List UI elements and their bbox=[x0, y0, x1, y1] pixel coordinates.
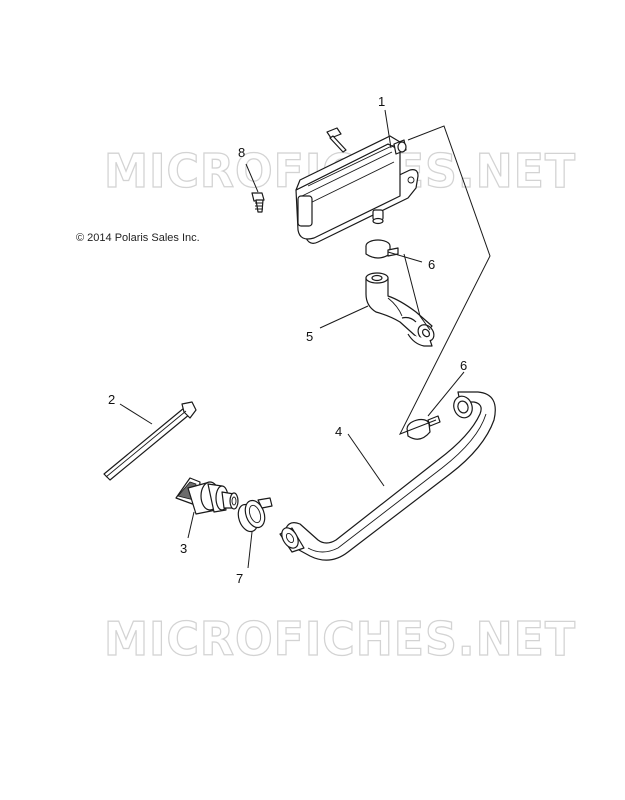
callout-1[interactable]: 1 bbox=[378, 94, 385, 109]
leader-lines bbox=[119, 109, 491, 569]
elbow-hose-icon[interactable] bbox=[365, 272, 437, 347]
hose-clamp-mid-icon[interactable] bbox=[406, 415, 441, 440]
callout-4[interactable]: 4 bbox=[335, 424, 342, 439]
breather-hose-icon[interactable] bbox=[278, 391, 496, 561]
callout-7[interactable]: 7 bbox=[236, 571, 243, 586]
breather-reservoir-icon[interactable] bbox=[295, 135, 419, 244]
mounting-screw-icon[interactable] bbox=[251, 127, 347, 213]
callout-8[interactable]: 8 bbox=[238, 145, 245, 160]
breather-fitting-icon[interactable] bbox=[175, 477, 239, 515]
copyright-notice: © 2014 Polaris Sales Inc. bbox=[76, 232, 200, 244]
callout-6-lower[interactable]: 6 bbox=[460, 358, 467, 373]
watermark-bottom: MICROFICHES.NET bbox=[104, 612, 576, 666]
hose-clamp-upper-icon[interactable] bbox=[365, 239, 399, 259]
callout-6-upper[interactable]: 6 bbox=[428, 257, 435, 272]
callout-2[interactable]: 2 bbox=[108, 392, 115, 407]
callout-3[interactable]: 3 bbox=[180, 541, 187, 556]
callout-5[interactable]: 5 bbox=[306, 329, 313, 344]
hose-clamp-lower-icon[interactable] bbox=[235, 497, 273, 534]
cable-tie-icon[interactable] bbox=[103, 401, 197, 481]
